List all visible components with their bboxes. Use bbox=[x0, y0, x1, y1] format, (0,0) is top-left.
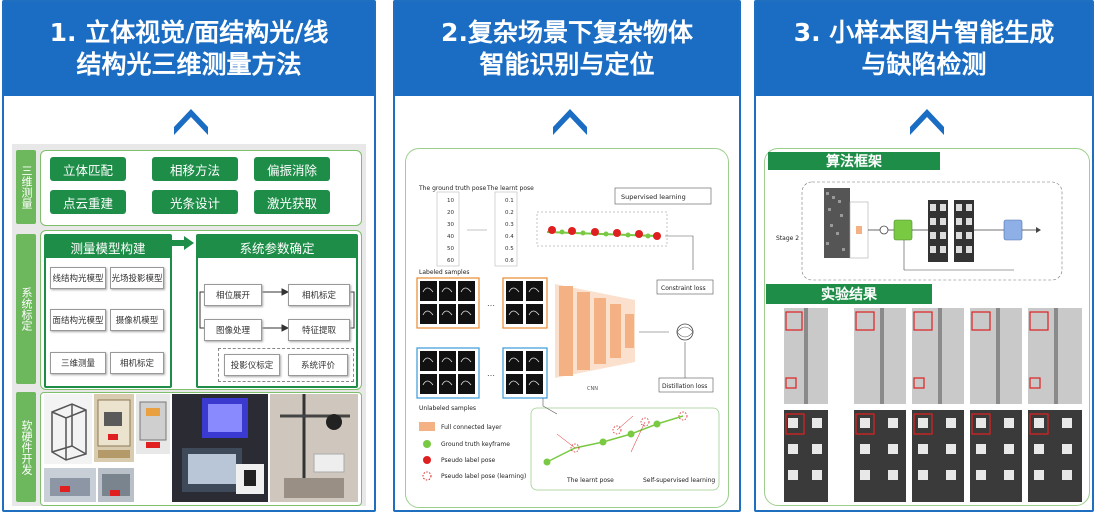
gt-pose-header: The ground truth pose bbox=[418, 185, 486, 192]
panel-1-title-line1: 1. 立体视觉/面结构光/线 bbox=[49, 18, 329, 47]
network-label: CNN bbox=[587, 386, 598, 392]
framework-label: 算法框架 bbox=[768, 152, 940, 170]
model-item: 线结构光模型 bbox=[50, 267, 106, 289]
param-item: 特征提取 bbox=[288, 319, 350, 341]
panel-recognition: 2.复杂场景下复杂物体 智能识别与定位 The ground truth pos… bbox=[393, 0, 741, 512]
legend-fc: Full connected layer bbox=[441, 424, 502, 431]
label-software-hardware: 软硬件开发 bbox=[16, 392, 36, 502]
gt-value: 60 bbox=[447, 258, 454, 264]
svg-text:…: … bbox=[487, 369, 495, 378]
learnt-pose-bottom-label: The learnt pose bbox=[566, 477, 614, 484]
param-item: 相位展开 bbox=[204, 284, 262, 306]
learnt-value: 0.2 bbox=[505, 210, 514, 216]
constraint-loss-label: Constraint loss bbox=[661, 285, 706, 292]
param-flow-lines bbox=[199, 288, 355, 332]
model-item: 相机标定 bbox=[110, 352, 164, 374]
model-item: 三维测量 bbox=[50, 352, 106, 374]
labeled-samples-label: Labeled samples bbox=[419, 269, 470, 276]
panel-2-title-line2: 智能识别与定位 bbox=[479, 50, 655, 79]
chevron-up-icon bbox=[174, 109, 208, 135]
gt-value: 20 bbox=[447, 210, 454, 216]
results-grid bbox=[784, 306, 1084, 502]
learnt-value: 0.6 bbox=[505, 258, 514, 264]
gt-value: 50 bbox=[447, 246, 454, 252]
model-box-title: 测量模型构建 bbox=[46, 236, 170, 258]
method-point-cloud: 点云重建 bbox=[50, 190, 126, 214]
gt-value: 30 bbox=[447, 222, 454, 228]
panel-3-title-line2: 与缺陷检测 bbox=[861, 50, 987, 79]
panel-2-title-line1: 2.复杂场景下复杂物体 bbox=[441, 18, 693, 47]
learnt-value: 0.3 bbox=[505, 222, 514, 228]
panel-2-header: 2.复杂场景下复杂物体 智能识别与定位 bbox=[395, 2, 739, 96]
learnt-pose-header: The learnt pose bbox=[486, 185, 534, 192]
stage-label: Stage 2 bbox=[776, 235, 799, 242]
gt-value: 10 bbox=[447, 198, 454, 204]
param-sub-frame bbox=[218, 348, 354, 382]
learnt-value: 0.5 bbox=[505, 246, 514, 252]
learnt-value: 0.1 bbox=[505, 198, 514, 204]
distillation-loss-label: Distillation loss bbox=[662, 383, 707, 390]
svg-text:…: … bbox=[487, 299, 495, 308]
method-phase-shift: 相移方法 bbox=[152, 157, 238, 181]
hardware-photo-bottom-left bbox=[44, 468, 96, 502]
chevron-up-icon bbox=[910, 109, 944, 135]
arrow-right-icon bbox=[170, 236, 194, 250]
panel-3d-measurement: 1. 立体视觉/面结构光/线 结构光三维测量方法 三维测量 系统标定 软硬件开发… bbox=[2, 0, 376, 512]
param-item: 系统评价 bbox=[288, 354, 348, 376]
method-laser-acquire: 激光获取 bbox=[254, 190, 330, 214]
param-box-title: 系统参数确定 bbox=[198, 236, 356, 258]
model-item: 光场投影模型 bbox=[110, 267, 164, 289]
label-system-calibration: 系统标定 bbox=[16, 234, 36, 384]
param-item: 投影仪标定 bbox=[224, 354, 280, 376]
model-item: 面结构光模型 bbox=[50, 309, 106, 331]
panel-3-title-line1: 3. 小样本图片智能生成 bbox=[793, 18, 1055, 47]
framework-diagram: Stage 2 bbox=[776, 181, 1063, 281]
hardware-photo-laser bbox=[270, 394, 358, 502]
chevron-up-icon bbox=[553, 109, 587, 135]
legend-pseudo: Pseudo label pose bbox=[441, 457, 496, 464]
panel-1-header: 1. 立体视觉/面结构光/线 结构光三维测量方法 bbox=[4, 2, 374, 96]
self-supervised-label: Self-supervised learning bbox=[643, 477, 715, 484]
legend-gt: Ground truth keyframe bbox=[441, 441, 510, 448]
unlabeled-samples-label: Unlabeled samples bbox=[419, 405, 476, 412]
model-item: 摄像机模型 bbox=[110, 309, 164, 331]
gt-value: 40 bbox=[447, 234, 454, 240]
param-item: 相机标定 bbox=[288, 284, 350, 306]
method-stereo-matching: 立体匹配 bbox=[50, 157, 126, 181]
param-item: 图像处理 bbox=[204, 319, 262, 341]
legend-pseudo-learning: Pseudo label pose (learning) bbox=[441, 473, 526, 480]
panel-3-header: 3. 小样本图片智能生成 与缺陷检测 bbox=[756, 2, 1092, 96]
result-label: 实验结果 bbox=[766, 284, 932, 304]
label-3d-measurement: 三维测量 bbox=[16, 150, 36, 224]
panel-1-title-line2: 结构光三维测量方法 bbox=[76, 50, 302, 79]
learnt-value: 0.4 bbox=[505, 234, 514, 240]
hardware-photo-cabinet bbox=[94, 394, 134, 462]
recognition-diagram-graphic: The ground truth pose The learnt pose 10… bbox=[416, 185, 720, 491]
panel-defect-detection: 3. 小样本图片智能生成 与缺陷检测 算法框架 Stage 2 bbox=[754, 0, 1094, 512]
hardware-photo-device bbox=[136, 394, 170, 454]
method-polarization: 偏振消除 bbox=[254, 157, 330, 181]
hardware-photo-blue-light bbox=[172, 394, 268, 502]
method-stripe-design: 光条设计 bbox=[152, 190, 238, 214]
hardware-photo-frame-rig bbox=[44, 394, 92, 464]
supervised-learning-label: Supervised learning bbox=[621, 193, 686, 201]
hardware-photo-bottom-mid bbox=[98, 468, 134, 502]
